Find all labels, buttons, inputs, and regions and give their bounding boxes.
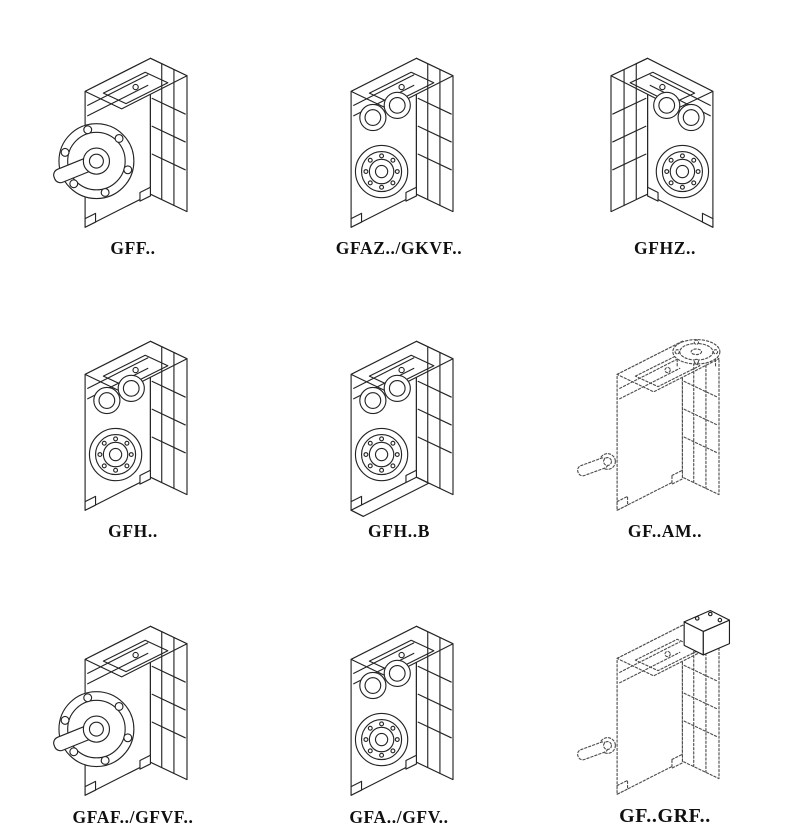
figure-area	[42, 20, 224, 236]
figure-area	[308, 303, 490, 519]
gearbox-drawing-motor-adapter	[575, 339, 721, 511]
figure-area	[42, 586, 224, 805]
model-label: GFH..B	[368, 521, 430, 541]
model-label: GFAF../GFVF..	[72, 807, 194, 827]
cell-gfaz-gkvf: GFAZ../GKVF..	[306, 16, 492, 267]
model-label: GFA../GFV..	[349, 807, 449, 827]
figure-area	[574, 586, 756, 803]
model-label: GFH..	[108, 521, 158, 541]
cell-gfhz: GFHZ..	[572, 16, 758, 267]
cell-gf-am: GF..AM..	[572, 299, 758, 550]
model-label: GF..AM..	[627, 521, 703, 541]
cell-gff: GFF..	[40, 16, 226, 267]
gearbox-drawing-foot-mounted-base	[350, 340, 454, 517]
cell-gfh: GFH..	[40, 299, 226, 550]
figure-area	[308, 20, 490, 236]
model-label: GFF..	[110, 238, 156, 258]
model-label: GFHZ..	[634, 238, 696, 258]
figure-area	[308, 586, 490, 805]
figure-area	[574, 303, 756, 519]
gearbox-drawing-flange-shaft	[51, 57, 188, 228]
gearbox-drawing-hollow-shaft	[350, 625, 454, 796]
gearbox-drawing-foot-mounted	[84, 340, 188, 511]
gearbox-drawing-hollow-shaft	[350, 57, 454, 228]
cell-gfh-b: GFH..B	[306, 299, 492, 550]
gearbox-drawing-top-adapter	[575, 609, 731, 795]
cell-gfaf-gfvf: GFAF../GFVF..	[40, 582, 226, 836]
figure-area	[574, 20, 756, 236]
cell-gfa-gfv: GFA../GFV..	[306, 582, 492, 836]
gearbox-drawing-hollow-shaft-mirrored	[610, 57, 714, 228]
model-label: GFAZ../GKVF..	[335, 238, 463, 258]
gearbox-drawing-flange-shaft	[51, 625, 188, 796]
cell-gf-grf: GF..GRF..	[572, 582, 758, 836]
figure-area	[42, 303, 224, 519]
catalog-grid: GFF.. GFAZ../GKVF.. GFHZ.. GFHF..	[40, 16, 758, 827]
model-label: GF..GRF..	[619, 805, 711, 827]
